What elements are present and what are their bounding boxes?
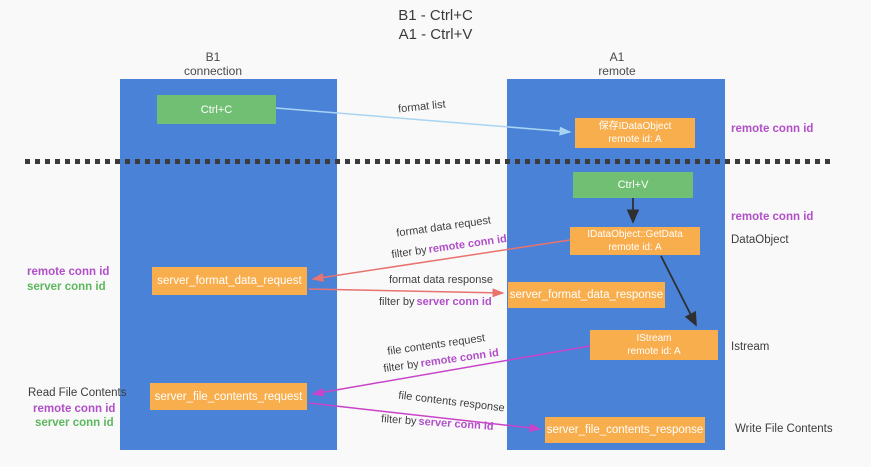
lifeline-header-b1: B1 connection — [148, 50, 278, 78]
label-format-list: format list — [397, 98, 447, 116]
label-server-conn-id-bottom-left: server conn id — [35, 417, 114, 429]
node-istream: IStream remote id: A — [590, 330, 718, 360]
lifeline-b1-subtitle: connection — [183, 64, 243, 78]
title-line-1: B1 - Ctrl+C — [398, 7, 473, 24]
lifeline-a1-subtitle: remote — [598, 64, 636, 78]
dashed-separator — [25, 159, 831, 164]
node-ctrl-c-label: Ctrl+C — [200, 103, 233, 116]
node-server-format-data-response-label: server_format_data_response — [509, 289, 664, 301]
label-filter-by-3: filter by — [382, 358, 420, 376]
node-server-format-data-request: server_format_data_request — [152, 267, 307, 295]
node-getdata-line1: IDataObject::GetData — [587, 229, 683, 240]
node-save-dataobject-line2: remote id: A — [608, 134, 662, 145]
label-format-data-request: format data request — [395, 214, 492, 240]
node-server-format-data-request-label: server_format_data_request — [157, 275, 302, 287]
label-filter-by-2: filter by — [379, 296, 415, 308]
label-remote-conn-id-bottom-left: remote conn id — [33, 403, 116, 415]
node-server-format-data-response: server_format_data_response — [508, 282, 665, 308]
label-format-data-response: format data response — [389, 274, 493, 286]
node-server-file-contents-request-label: server_file_contents_request — [154, 390, 303, 403]
label-istream: Istream — [731, 341, 770, 353]
node-ctrl-v: Ctrl+V — [573, 172, 693, 198]
node-server-file-contents-request: server_file_contents_request — [150, 383, 307, 410]
diagram-title: B1 - Ctrl+C A1 - Ctrl+V — [0, 6, 871, 44]
node-ctrl-c: Ctrl+C — [157, 95, 276, 124]
label-filter-remote-conn-1: remote conn id — [427, 232, 508, 256]
node-getdata: IDataObject::GetData remote id: A — [570, 227, 700, 255]
label-dataobject: DataObject — [731, 234, 789, 246]
label-filter-server-2: filter byserver conn id — [381, 413, 494, 433]
label-file-contents-response: file contents response — [397, 389, 506, 415]
node-save-dataobject: 保存IDataObject remote id: A — [575, 118, 695, 148]
node-server-file-contents-response: server_file_contents_response — [545, 417, 705, 443]
label-server-conn-id-mid-left: server conn id — [27, 281, 106, 293]
node-getdata-line2: remote id: A — [608, 242, 662, 253]
node-istream-line1: IStream — [636, 333, 672, 344]
lifeline-header-a1: A1 remote — [552, 50, 682, 78]
label-remote-conn-id-mid-left: remote conn id — [27, 266, 110, 278]
node-ctrl-v-label: Ctrl+V — [617, 179, 649, 191]
label-filter-by-1: filter by — [390, 244, 428, 262]
arrow-format-data-response — [308, 288, 505, 298]
lifeline-a1-title: A1 — [609, 50, 625, 64]
label-remote-conn-id-mid-right: remote conn id — [731, 211, 814, 223]
title-line-2: A1 - Ctrl+V — [398, 26, 473, 43]
label-filter-server-conn-2: server conn id — [418, 415, 494, 433]
label-write-file-contents: Write File Contents — [735, 423, 833, 435]
node-server-file-contents-response-label: server_file_contents_response — [546, 424, 704, 436]
node-istream-line2: remote id: A — [627, 346, 681, 357]
label-read-file-contents: Read File Contents — [28, 387, 127, 399]
label-filter-by-4: filter by — [380, 413, 417, 428]
node-save-dataobject-line1: 保存IDataObject — [598, 121, 672, 132]
label-filter-server-conn-1: server conn id — [416, 296, 492, 308]
label-remote-conn-id-top-right: remote conn id — [731, 123, 814, 135]
lifeline-b1-title: B1 — [205, 50, 221, 64]
